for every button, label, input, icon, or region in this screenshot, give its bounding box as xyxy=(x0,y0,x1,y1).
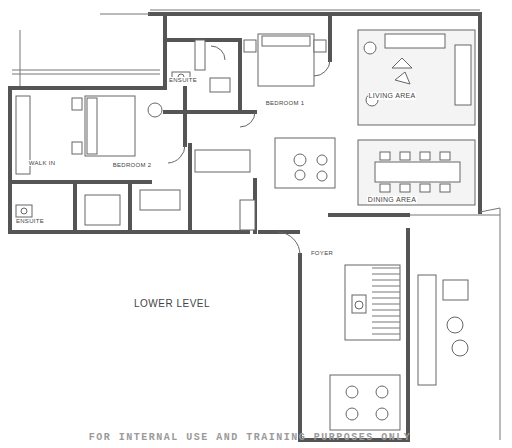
room-label: BEDROOM 1 xyxy=(265,100,306,107)
watermark: FOR INTERNAL USE AND TRAINING PURPOSES O… xyxy=(88,432,413,443)
stair-tread xyxy=(372,322,400,323)
stair-tread xyxy=(372,304,400,305)
room-label: DINING AREA xyxy=(367,196,417,204)
stair-tread xyxy=(372,268,400,269)
chair xyxy=(420,152,430,160)
chair xyxy=(420,184,430,192)
chair xyxy=(400,152,410,160)
stair-tread xyxy=(372,286,400,287)
room-label: WALK IN xyxy=(28,160,57,167)
room-label: ENSUITE xyxy=(15,218,45,225)
stair-tread xyxy=(372,316,400,317)
chair xyxy=(380,152,390,160)
stair-tread xyxy=(372,298,400,299)
stair-tread xyxy=(372,328,400,329)
stair-tread xyxy=(372,274,400,275)
chair xyxy=(380,184,390,192)
stair-tread xyxy=(372,334,400,335)
walls xyxy=(10,14,480,440)
room-label: LIVING AREA xyxy=(368,92,417,100)
chair xyxy=(400,184,410,192)
stair-tread xyxy=(372,310,400,311)
level-title: LOWER LEVEL xyxy=(133,298,211,309)
room-label: ENSUITE xyxy=(168,77,198,84)
furniture xyxy=(16,30,475,430)
chair xyxy=(440,184,450,192)
windows xyxy=(12,10,500,440)
stair-tread xyxy=(372,292,400,293)
room-label: BEDROOM 2 xyxy=(112,162,153,169)
stair-tread xyxy=(372,280,400,281)
room-label: FOYER xyxy=(310,250,334,257)
chair xyxy=(440,152,450,160)
